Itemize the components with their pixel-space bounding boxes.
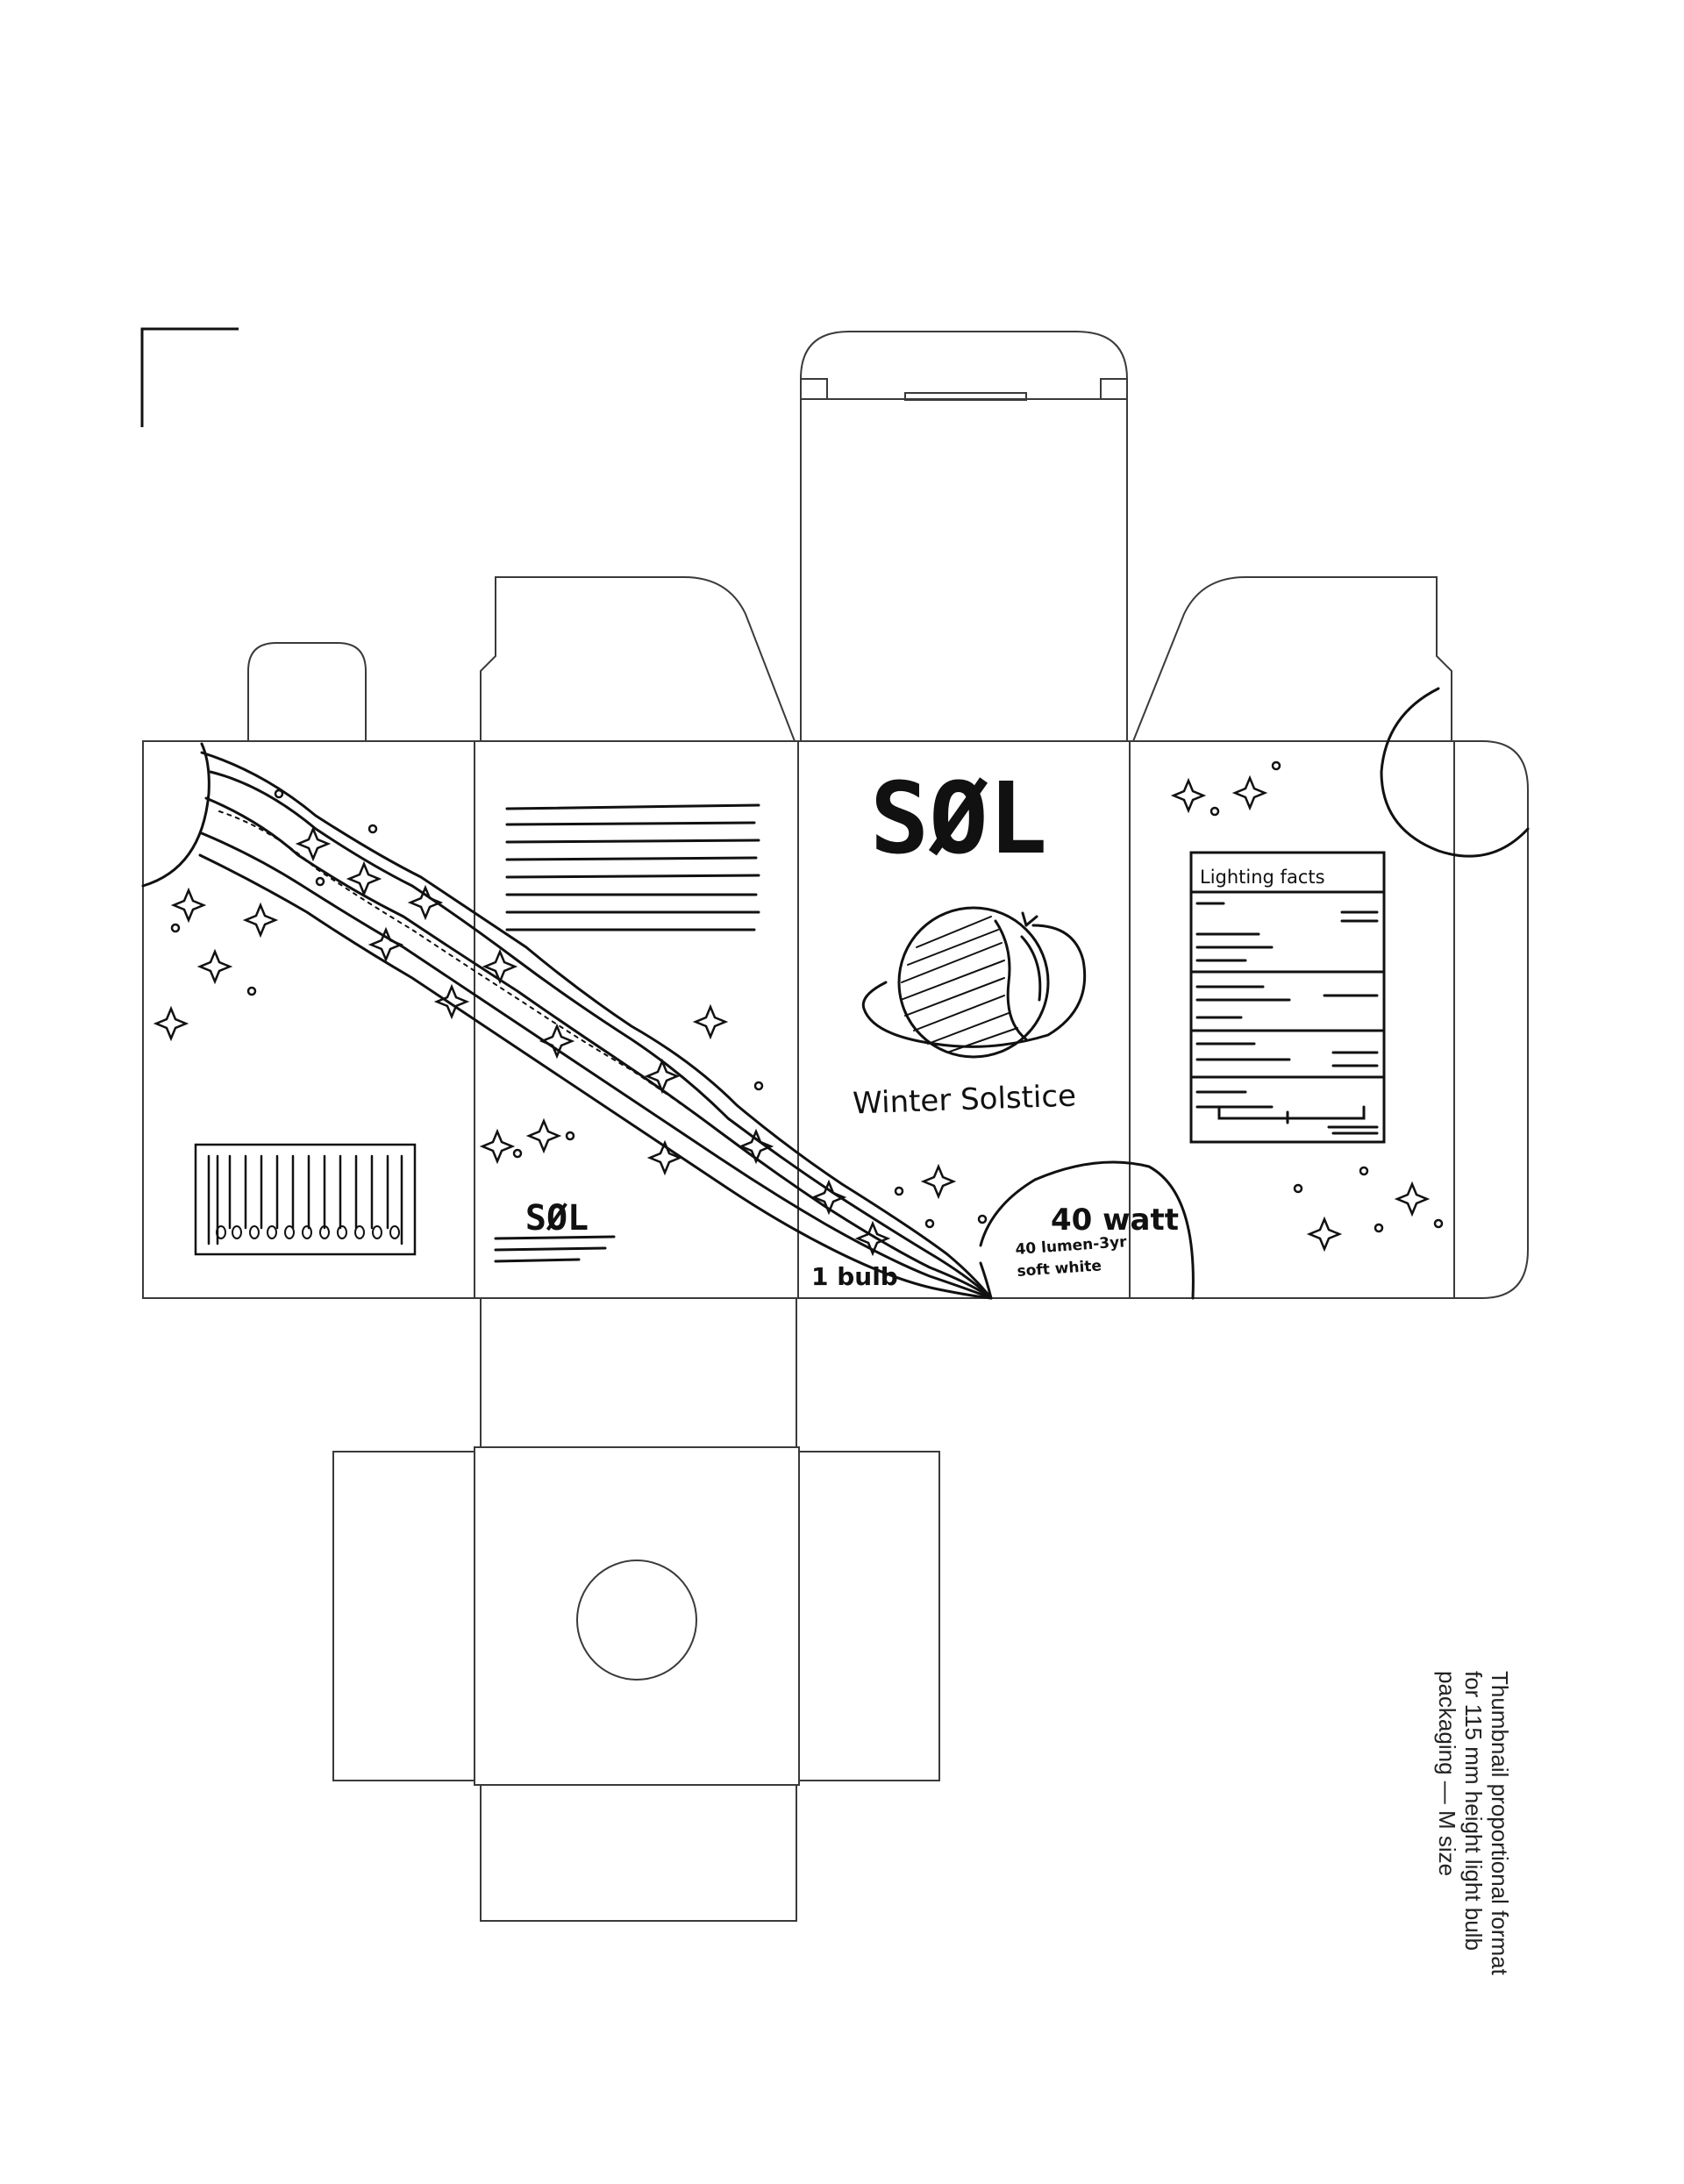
artwork [141,687,1530,1300]
front-bulb-count: 1 bulb [811,1262,898,1291]
tuck-tab [800,331,1128,399]
bottom-flap-left [332,1451,475,1781]
sun-circle-icon [979,1160,1195,1300]
facts-title: Lighting facts [1200,867,1325,888]
star-icon [1394,1181,1431,1217]
bottom-flap-right [798,1451,940,1781]
star-icon [854,1220,891,1257]
barcode-icon [194,1143,417,1256]
front-product-name: Winter Solstice [853,1079,1077,1122]
moon-arc-left [141,742,210,888]
side-brand: SØL [525,1198,589,1238]
stars [153,760,1444,1257]
bulb-window [576,1559,697,1681]
star-icon [525,1117,562,1154]
top-lid [800,398,1128,741]
dust-flap-left [247,642,367,741]
star-icon [646,1139,683,1176]
star-icon [153,1005,189,1042]
star-icon [196,948,233,985]
badge-watt: 40 watt [1051,1203,1179,1238]
star-icon [407,884,444,921]
star-icon [1170,777,1207,814]
corner-crop-mark-icon [140,327,239,427]
star-icon [644,1058,681,1095]
bottom-tuck [480,1784,797,1922]
star-icon [295,825,332,862]
star-icon [367,926,404,963]
caption-line: Thumbnail proportional format [1487,1671,1513,1975]
star-icon [920,1163,957,1200]
star-icon [346,860,382,897]
star-icon [1306,1216,1343,1253]
moon-arc-right [1380,687,1530,858]
front-brand: SØL [870,762,1047,876]
badge-pointer [979,1261,993,1300]
caption-line: for 115 mm height light bulb [1460,1671,1487,1951]
star-icon [479,1128,516,1165]
copy-block-lines [505,803,760,931]
badge-lumen: 40 lumen-3yr [1015,1233,1128,1259]
caption-note: Thumbnail proportional format for 115 mm… [1311,1671,1513,2039]
side-copy-lines [494,1235,616,1263]
star-icon [242,902,279,939]
star-icon [738,1128,774,1165]
star-icon [170,887,207,924]
planet-icon [861,906,1087,1059]
star-icon [810,1179,847,1216]
side-flap-right [1132,576,1452,742]
bottom-neck [480,1297,797,1448]
star-icon [433,983,470,1020]
glue-flap [1454,740,1529,1299]
lighting-facts-label [1189,851,1386,1144]
dieline [142,331,1529,1922]
star-icon [539,1023,575,1060]
milky-way-ribbon [198,751,993,1300]
star-icon [692,1003,729,1040]
bottom-panel [474,1446,800,1786]
caption-line: packaging — M size [1434,1671,1460,1877]
side-flap-left [480,576,796,742]
badge-tone: soft white [1017,1257,1102,1281]
star-icon [1231,774,1268,811]
tuck-slot [904,392,1027,401]
star-icon [482,948,518,985]
